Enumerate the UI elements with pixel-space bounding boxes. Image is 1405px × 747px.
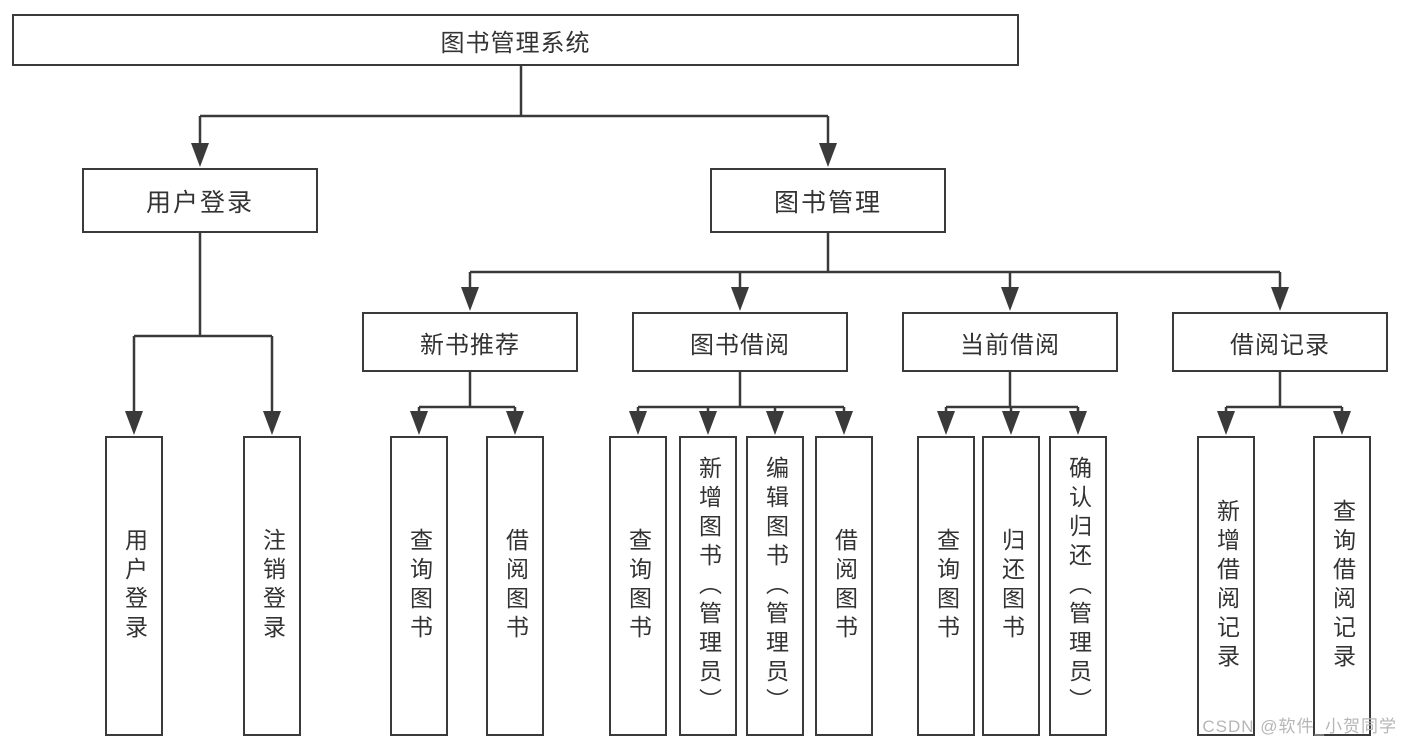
leaf-borrow-books-recommend: 借阅图书 (486, 436, 544, 736)
leaf-logout-label: 注销登录 (259, 528, 286, 644)
node-book-management: 图书管理 (710, 168, 946, 233)
node-library-system-label: 图书管理系统 (440, 29, 591, 57)
leaf-query-books-borrow: 查询图书 (609, 436, 667, 736)
node-book-borrow-label: 图书借阅 (690, 331, 790, 359)
leaf-confirm-return-admin-label: 确认归还（管理员） (1065, 455, 1092, 717)
leaf-return-books-label: 归还图书 (998, 528, 1025, 644)
node-library-system: 图书管理系统 (12, 14, 1019, 66)
leaf-query-books-recommend: 查询图书 (390, 436, 448, 736)
node-book-borrow: 图书借阅 (632, 312, 848, 372)
leaf-query-books-current: 查询图书 (917, 436, 975, 736)
node-user-login-label: 用户登录 (145, 188, 254, 217)
leaf-user-login: 用户登录 (105, 436, 163, 736)
leaf-add-borrow-record: 新增借阅记录 (1197, 436, 1255, 736)
leaf-add-borrow-record-label: 新增借阅记录 (1213, 499, 1240, 673)
leaf-logout: 注销登录 (243, 436, 301, 736)
leaf-query-books-current-label: 查询图书 (933, 528, 960, 644)
node-current-borrow: 当前借阅 (902, 312, 1118, 372)
leaf-add-book-admin: 新增图书（管理员） (679, 436, 737, 736)
node-borrow-records-label: 借阅记录 (1230, 331, 1330, 359)
leaf-return-books: 归还图书 (982, 436, 1040, 736)
leaf-query-books-recommend-label: 查询图书 (406, 528, 433, 644)
leaf-edit-book-admin-label: 编辑图书（管理员） (762, 455, 789, 717)
node-new-book-recommend: 新书推荐 (362, 312, 578, 372)
leaf-borrow-books: 借阅图书 (815, 436, 873, 736)
leaf-edit-book-admin: 编辑图书（管理员） (746, 436, 804, 736)
leaf-borrow-books-recommend-label: 借阅图书 (502, 528, 529, 644)
node-new-book-recommend-label: 新书推荐 (420, 331, 520, 359)
arrowheads (125, 143, 1351, 435)
leaf-user-login-label: 用户登录 (121, 528, 148, 644)
node-borrow-records: 借阅记录 (1172, 312, 1388, 372)
leaf-borrow-books-label: 借阅图书 (831, 528, 858, 644)
leaf-query-borrow-record-label: 查询借阅记录 (1329, 499, 1356, 673)
node-current-borrow-label: 当前借阅 (960, 331, 1060, 359)
node-book-management-label: 图书管理 (773, 188, 882, 217)
node-user-login: 用户登录 (82, 168, 318, 233)
leaf-query-books-borrow-label: 查询图书 (625, 528, 652, 644)
leaf-confirm-return-admin: 确认归还（管理员） (1049, 436, 1107, 736)
leaf-add-book-admin-label: 新增图书（管理员） (695, 455, 722, 717)
leaf-query-borrow-record: 查询借阅记录 (1313, 436, 1371, 736)
